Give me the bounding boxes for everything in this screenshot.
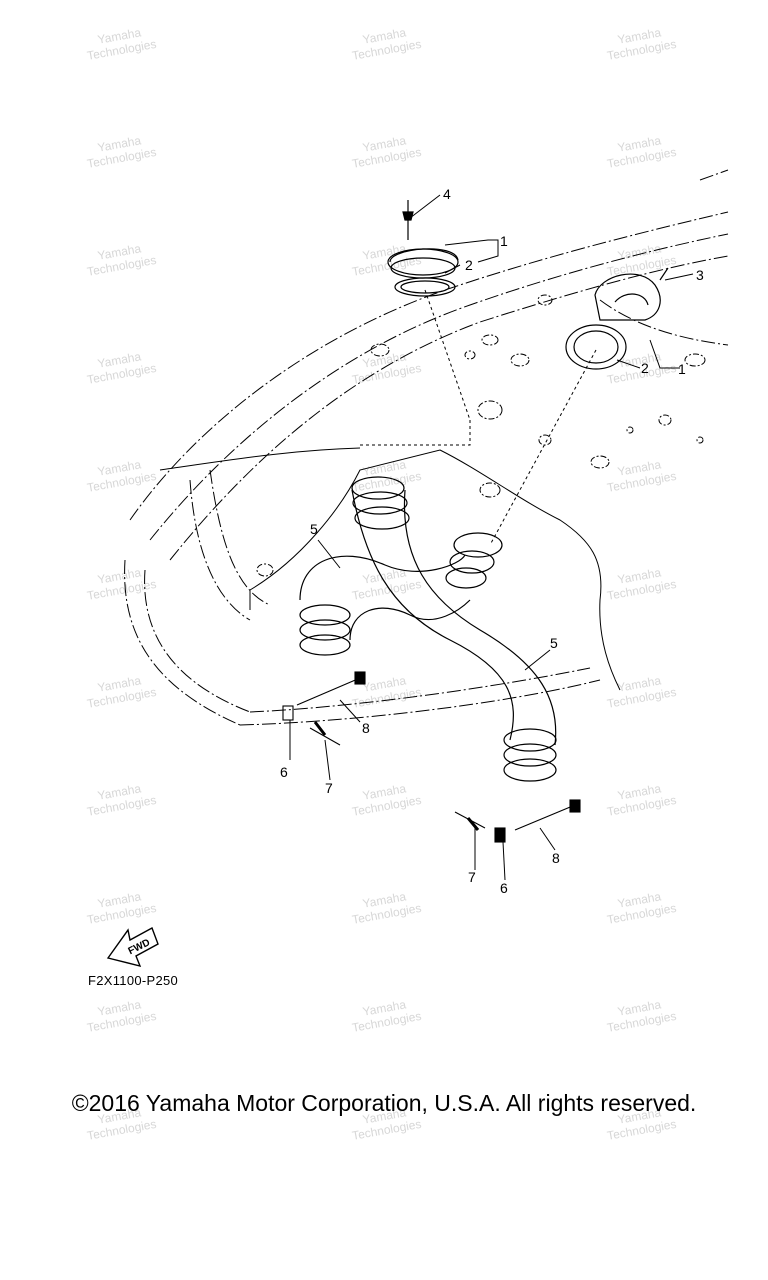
leader-lines (289, 194, 694, 881)
callout-7a: 7 (325, 780, 333, 796)
callout-4: 4 (443, 186, 451, 202)
deck-plate (159, 447, 621, 691)
callout-8a: 8 (362, 720, 370, 736)
vent-hose-left (299, 532, 503, 656)
fwd-arrow-icon: FWD (106, 926, 159, 968)
vent-hose-right (351, 476, 557, 782)
callout-5b: 5 (550, 635, 558, 651)
hull-outline (124, 169, 729, 726)
drawing-code: F2X1100-P250 (88, 973, 179, 988)
callout-6b: 6 (500, 880, 508, 896)
fasteners-left (282, 671, 366, 746)
callout-5a: 5 (310, 521, 318, 537)
copyright-notice: ©2016 Yamaha Motor Corporation, U.S.A. A… (71, 1090, 697, 1116)
deck-holes (256, 294, 706, 577)
callout-labels: 1 2 3 4 2 1 5 5 8 6 7 8 7 6 (280, 186, 704, 896)
screw-4 (402, 200, 414, 240)
callout-2a: 2 (465, 257, 473, 273)
fasteners-right (454, 799, 581, 843)
callout-6a: 6 (280, 764, 288, 780)
assembly-lines (360, 289, 597, 546)
callout-1b: 1 (678, 361, 686, 377)
callout-8b: 8 (552, 850, 560, 866)
vent-cap-right (565, 273, 661, 370)
callout-1a: 1 (500, 233, 508, 249)
callout-7b: 7 (468, 869, 476, 885)
callout-3: 3 (696, 267, 704, 283)
screw-3 (659, 267, 669, 281)
callout-2b: 2 (641, 360, 649, 376)
